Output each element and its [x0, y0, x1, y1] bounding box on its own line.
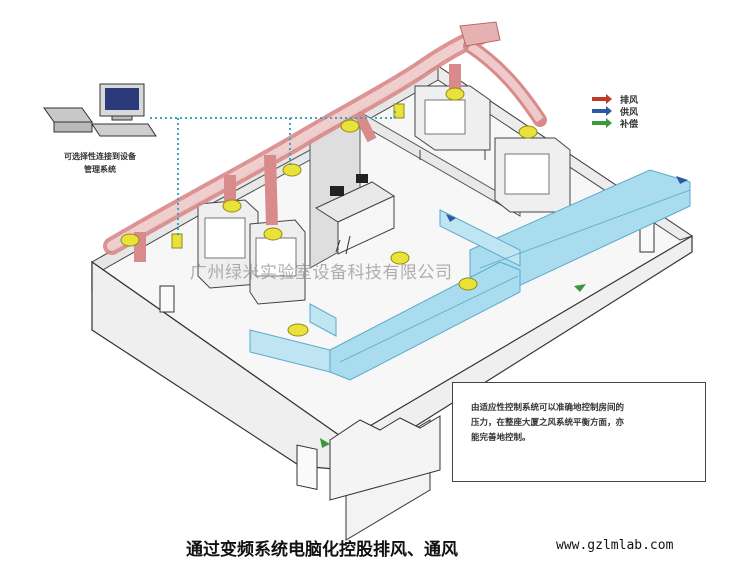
fume-hood-right — [494, 137, 571, 213]
airflow-arrows — [320, 176, 688, 448]
website-url: www.gzlmlab.com — [556, 538, 674, 553]
broken-wall-edge — [329, 415, 441, 501]
fume-hood-left-1 — [197, 199, 259, 289]
note-line: 压力，在整座大厦之风系统平衡方面，亦 — [471, 418, 625, 428]
fume-hood-left-2 — [249, 219, 306, 305]
control-computer — [43, 83, 157, 137]
supply-arrow-icon — [592, 106, 612, 116]
diagram-caption: 通过变频系统电脑化控股排风、通风 — [186, 540, 458, 560]
door-left — [296, 444, 318, 490]
network-lines — [150, 108, 396, 238]
note-line: 能完善地控制。 — [471, 433, 531, 443]
note-text: 由适应性控制系统可以准确地控制房间的 压力，在整座大厦之风系统平衡方面，亦 能完… — [471, 401, 691, 446]
watermark-text: 广州绿米实验室设备科技有限公司 — [190, 263, 453, 283]
computer-label-line: 可选择性连接到设备 — [64, 152, 136, 161]
legend: 排风 供风 补偿 — [592, 93, 639, 130]
exhaust-arrow-icon — [592, 94, 612, 104]
legend-item: 排风 — [592, 93, 639, 106]
exhaust-outlet — [459, 21, 501, 47]
computer-label: 可选择性连接到设备 管理系统 — [30, 150, 170, 176]
fume-hood-back — [414, 85, 491, 160]
makeup-arrow-icon — [592, 118, 612, 128]
legend-label-makeup: 补偿 — [620, 119, 639, 130]
supply-duct — [249, 169, 691, 381]
computer-label-line: 管理系统 — [84, 165, 116, 174]
door-small — [159, 285, 175, 313]
legend-item: 补偿 — [592, 117, 639, 130]
legend-label-exhaust: 排风 — [620, 95, 639, 106]
legend-label-supply: 供风 — [620, 107, 639, 118]
lab-bench — [314, 174, 396, 255]
note-line: 由适应性控制系统可以准确地控制房间的 — [471, 403, 625, 413]
vav-controllers — [120, 87, 538, 337]
note-box: 由适应性控制系统可以准确地控制房间的 压力，在整座大厦之风系统平衡方面，亦 能完… — [452, 382, 706, 482]
legend-item: 供风 — [592, 105, 639, 118]
front-wall-left-face — [91, 260, 347, 471]
